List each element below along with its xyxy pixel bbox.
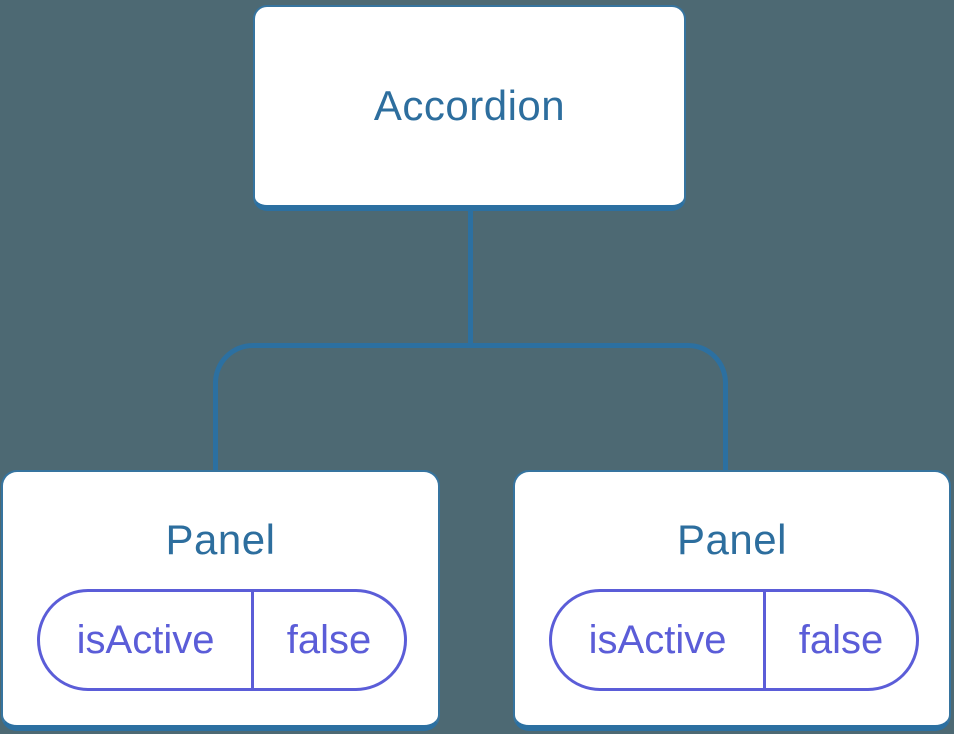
state-key-right: isActive [552,592,767,688]
state-pill-right: isActive false [549,589,919,691]
connector-stem [468,211,473,343]
state-value-right: false [798,618,884,662]
component-node-panel-right: Panel isActive false [513,470,951,731]
component-node-panel-left: Panel isActive false [1,470,440,731]
state-key-left: isActive [40,592,255,688]
connector-bracket [213,343,728,470]
state-value-left: false [286,618,372,662]
panel-right-label: Panel [677,516,787,563]
state-pill-left: isActive false [37,589,407,691]
component-node-accordion: Accordion [253,5,686,211]
accordion-node-label: Accordion [373,82,566,129]
panel-left-label: Panel [165,516,276,563]
